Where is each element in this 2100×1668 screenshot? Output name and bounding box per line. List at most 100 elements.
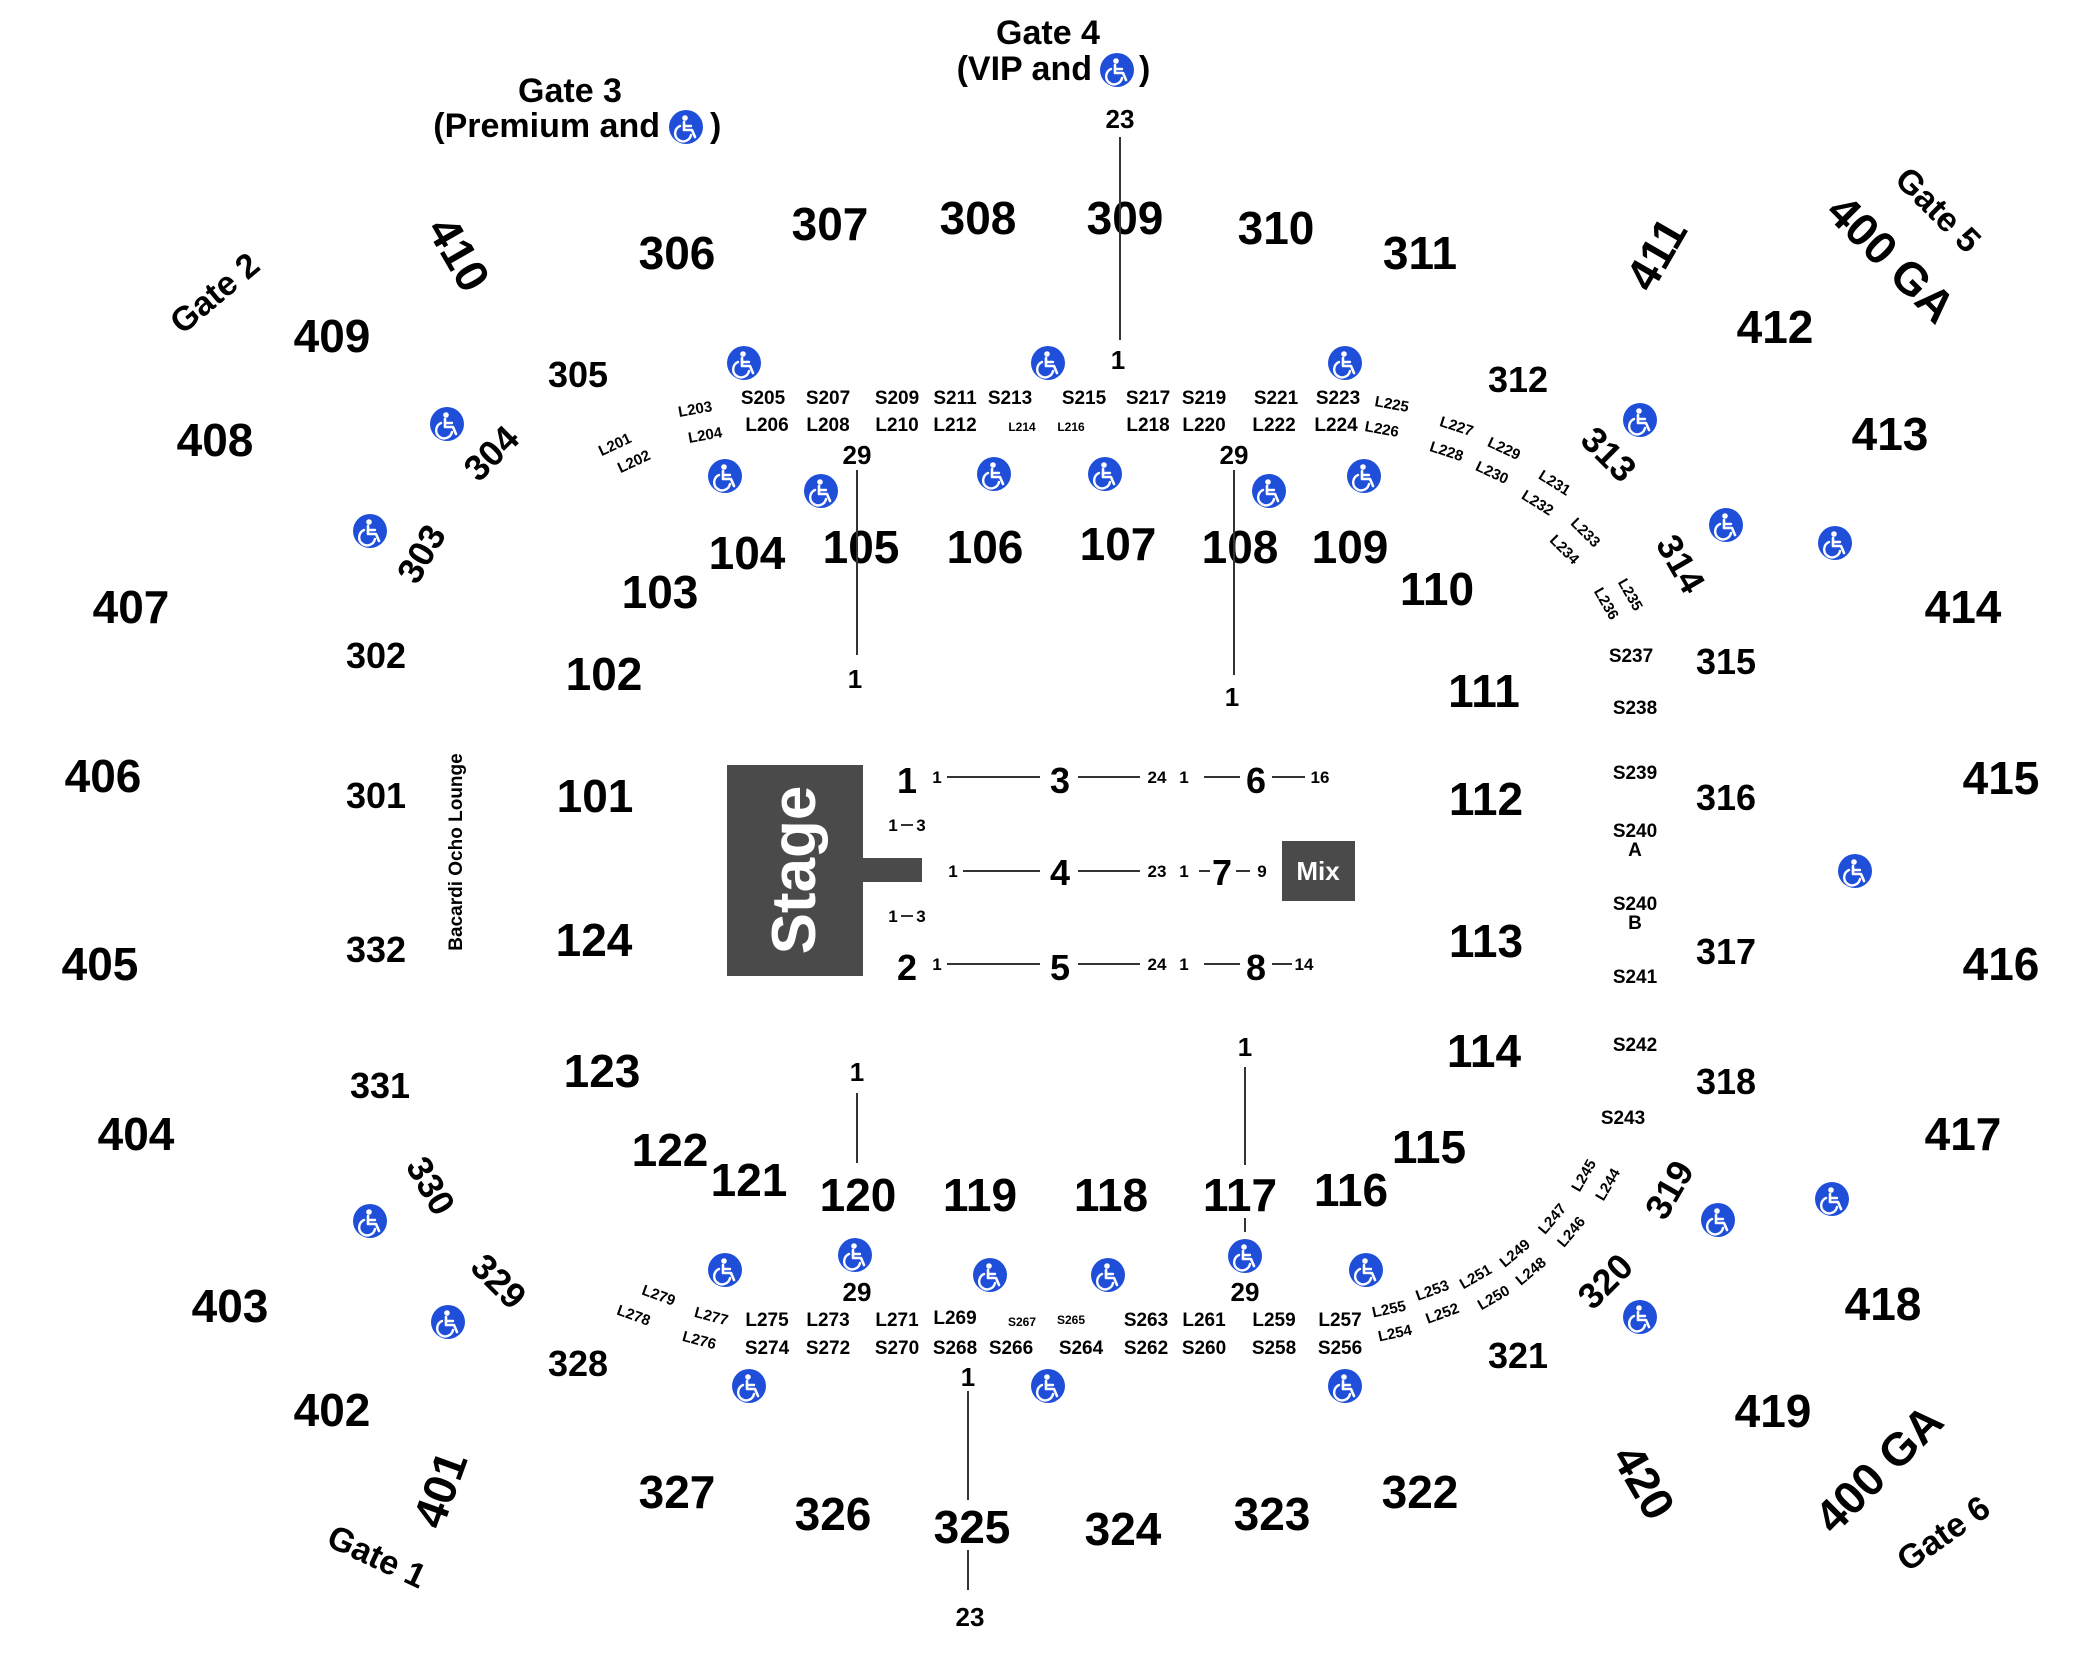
- floor-section-1[interactable]: 1: [897, 760, 917, 801]
- section-419[interactable]: 419: [1735, 1385, 1812, 1437]
- loge-label[interactable]: L227: [1437, 413, 1475, 440]
- section-117[interactable]: 117: [1203, 1169, 1277, 1221]
- suite-label[interactable]: S265: [1057, 1313, 1085, 1327]
- suite-label[interactable]: B: [1628, 913, 1642, 934]
- suite-label[interactable]: S221: [1254, 388, 1299, 409]
- loge-label[interactable]: L212: [933, 415, 976, 436]
- suite-label[interactable]: S267: [1008, 1315, 1036, 1329]
- section-111[interactable]: 111: [1448, 665, 1520, 717]
- section-112[interactable]: 112: [1449, 773, 1523, 825]
- section-113[interactable]: 113: [1449, 915, 1523, 967]
- loge-label[interactable]: L216: [1057, 420, 1085, 434]
- section-114[interactable]: 114: [1447, 1025, 1522, 1077]
- section-401[interactable]: 401: [402, 1445, 477, 1535]
- suite-label[interactable]: A: [1628, 840, 1642, 861]
- section-406[interactable]: 406: [65, 750, 142, 802]
- loge-label[interactable]: L234: [1546, 532, 1583, 569]
- loge-label[interactable]: L226: [1363, 418, 1400, 441]
- section-327[interactable]: 327: [639, 1466, 716, 1518]
- suite-label[interactable]: S213: [988, 388, 1032, 409]
- loge-label[interactable]: L225: [1373, 393, 1410, 416]
- section-402[interactable]: 402: [294, 1384, 371, 1436]
- floor-section-7[interactable]: 7: [1212, 852, 1232, 893]
- section-312[interactable]: 312: [1488, 359, 1548, 400]
- suite-label[interactable]: S237: [1609, 646, 1653, 667]
- loge-label[interactable]: L276: [680, 1328, 717, 1353]
- section-108[interactable]: 108: [1202, 521, 1279, 573]
- section-116[interactable]: 116: [1314, 1164, 1388, 1216]
- loge-label[interactable]: L224: [1314, 415, 1358, 436]
- section-411[interactable]: 411: [1615, 209, 1697, 299]
- section-307[interactable]: 307: [792, 198, 869, 250]
- section-319[interactable]: 319: [1636, 1153, 1702, 1226]
- section-332[interactable]: 332: [346, 929, 406, 970]
- loge-label[interactable]: L253: [1413, 1277, 1451, 1305]
- loge-label[interactable]: L275: [745, 1310, 789, 1331]
- suite-label[interactable]: S211: [933, 388, 977, 409]
- section-330[interactable]: 330: [398, 1149, 464, 1222]
- loge-label[interactable]: L278: [615, 1302, 653, 1330]
- suite-label[interactable]: S258: [1252, 1338, 1296, 1359]
- suite-label[interactable]: S205: [741, 388, 786, 409]
- loge-label[interactable]: L257: [1318, 1310, 1361, 1331]
- loge-label[interactable]: L220: [1182, 415, 1225, 436]
- loge-label[interactable]: L236: [1590, 585, 1622, 623]
- suite-label[interactable]: S256: [1318, 1338, 1362, 1359]
- suite-label[interactable]: S243: [1601, 1108, 1645, 1129]
- section-415[interactable]: 415: [1963, 752, 2040, 804]
- loge-label[interactable]: L230: [1473, 458, 1511, 488]
- section-413[interactable]: 413: [1852, 408, 1929, 460]
- section-110[interactable]: 110: [1400, 563, 1474, 615]
- loge-label[interactable]: L271: [875, 1310, 919, 1331]
- loge-label[interactable]: L244: [1592, 1165, 1624, 1204]
- section-120[interactable]: 120: [820, 1169, 897, 1221]
- suite-label[interactable]: S266: [989, 1338, 1033, 1359]
- suite-label[interactable]: S238: [1613, 698, 1657, 719]
- section-308[interactable]: 308: [940, 192, 1017, 244]
- section-322[interactable]: 322: [1382, 1466, 1459, 1518]
- section-324[interactable]: 324: [1085, 1503, 1162, 1555]
- floor-section-3[interactable]: 3: [1050, 760, 1070, 801]
- section-301[interactable]: 301: [346, 775, 406, 816]
- loge-label[interactable]: L279: [640, 1282, 678, 1310]
- section-316[interactable]: 316: [1696, 777, 1756, 818]
- section-104[interactable]: 104: [709, 527, 786, 579]
- section-306[interactable]: 306: [639, 227, 716, 279]
- section-118[interactable]: 118: [1074, 1169, 1148, 1221]
- section-309[interactable]: 309: [1087, 192, 1164, 244]
- section-323[interactable]: 323: [1234, 1488, 1311, 1540]
- suite-label[interactable]: S241: [1613, 967, 1658, 988]
- loge-label[interactable]: L261: [1182, 1310, 1226, 1331]
- loge-label[interactable]: L269: [933, 1308, 976, 1329]
- section-404[interactable]: 404: [98, 1108, 175, 1160]
- loge-label[interactable]: L204: [687, 424, 724, 447]
- section-123[interactable]: 123: [564, 1045, 641, 1097]
- loge-label[interactable]: L259: [1252, 1310, 1295, 1331]
- section-408[interactable]: 408: [177, 414, 254, 466]
- section-317[interactable]: 317: [1696, 931, 1756, 972]
- section-121[interactable]: 121: [711, 1154, 788, 1206]
- suite-label[interactable]: S260: [1182, 1338, 1226, 1359]
- loge-label[interactable]: L254: [1377, 1322, 1415, 1346]
- section-321[interactable]: 321: [1488, 1335, 1548, 1376]
- loge-label[interactable]: L255: [1371, 1298, 1408, 1322]
- suite-label[interactable]: S240: [1613, 821, 1657, 842]
- section-329[interactable]: 329: [463, 1245, 534, 1316]
- section-102[interactable]: 102: [566, 648, 643, 700]
- loge-label[interactable]: L252: [1423, 1300, 1461, 1328]
- loge-label[interactable]: L208: [806, 415, 849, 436]
- section-315[interactable]: 315: [1696, 641, 1756, 682]
- section-412[interactable]: 412: [1737, 301, 1814, 353]
- section-405[interactable]: 405: [62, 938, 139, 990]
- section-303[interactable]: 303: [388, 517, 454, 590]
- floor-section-2[interactable]: 2: [897, 947, 917, 988]
- section-328[interactable]: 328: [548, 1343, 608, 1384]
- section-124[interactable]: 124: [556, 914, 633, 966]
- section-122[interactable]: 122: [632, 1124, 709, 1176]
- section-420[interactable]: 420: [1602, 1436, 1685, 1528]
- section-418[interactable]: 418: [1845, 1278, 1922, 1330]
- loge-label[interactable]: L218: [1126, 415, 1169, 436]
- loge-label[interactable]: L273: [806, 1310, 849, 1331]
- section-414[interactable]: 414: [1925, 581, 2002, 633]
- section-119[interactable]: 119: [943, 1169, 1017, 1221]
